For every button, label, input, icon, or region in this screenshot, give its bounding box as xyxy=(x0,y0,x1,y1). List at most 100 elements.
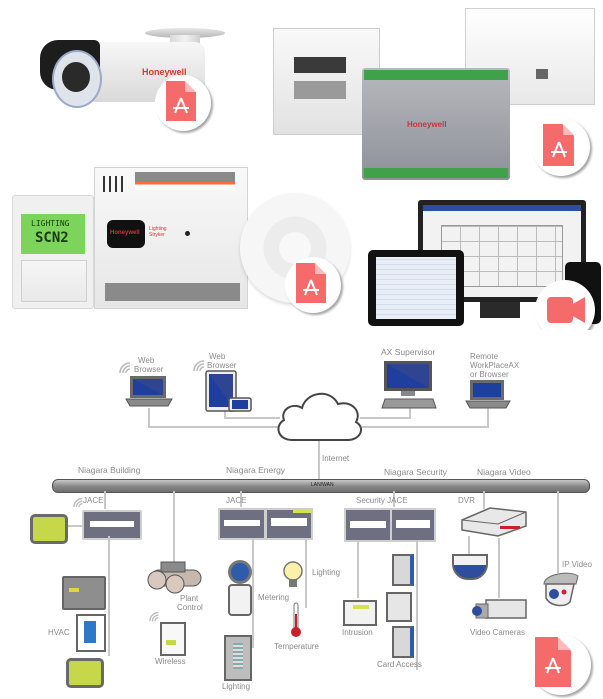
wifi-icon xyxy=(149,611,159,622)
client-label: AX Supervisor xyxy=(381,347,436,357)
io-indicator xyxy=(293,510,311,513)
client-bus-left xyxy=(148,426,278,428)
link-line xyxy=(498,538,500,598)
jace-label-strip xyxy=(90,521,134,527)
camera-mount xyxy=(145,28,225,38)
device-label: Card Access xyxy=(377,660,422,669)
wireless-lcd xyxy=(166,640,176,645)
remote-workplace-laptop[interactable] xyxy=(464,378,512,415)
card-reader-device[interactable] xyxy=(392,554,414,586)
keypad-device[interactable] xyxy=(386,592,412,622)
intrusion-panel-device[interactable] xyxy=(343,600,377,626)
energy-io-module[interactable] xyxy=(265,508,313,540)
camera-lens-ring xyxy=(52,50,102,108)
panel-breakers xyxy=(233,643,243,669)
section-label: Niagara Energy xyxy=(226,465,286,475)
wifi-icon xyxy=(193,360,205,372)
lighting-panel-device[interactable] xyxy=(224,635,252,681)
link-line xyxy=(468,536,470,554)
ip-camera-icon[interactable] xyxy=(540,570,582,608)
controller-label: JACE xyxy=(226,496,247,505)
link-line xyxy=(252,538,254,648)
gas-meter-device[interactable] xyxy=(228,584,252,616)
box-camera-icon[interactable] xyxy=(472,598,528,624)
link-line xyxy=(305,538,307,608)
plant-chiller-device[interactable] xyxy=(147,560,205,601)
security-io-module[interactable] xyxy=(390,508,436,542)
internet-label: Internet xyxy=(322,454,350,463)
terminal-strip-top xyxy=(364,70,508,80)
terminal-block-bottom xyxy=(105,283,240,301)
section-label: Niagara Security xyxy=(384,467,447,477)
web-browser-laptop[interactable] xyxy=(124,374,174,413)
client-bus-supervisor xyxy=(360,417,410,419)
terminal-strip-bottom xyxy=(364,168,508,178)
acrobat-icon xyxy=(551,141,567,158)
acrobat-icon xyxy=(545,657,561,674)
client-label-line3: or Browser xyxy=(470,370,509,379)
drop-line xyxy=(393,491,395,507)
thermostat-device[interactable] xyxy=(66,658,104,688)
software-product-tile[interactable] xyxy=(360,190,603,330)
camera-product-tile[interactable]: Honeywell xyxy=(0,0,265,155)
hvac-controller-device[interactable] xyxy=(62,576,106,610)
security-jace-controller[interactable] xyxy=(344,508,392,542)
client-bus-tablet xyxy=(224,417,280,419)
acrobat-icon xyxy=(173,97,189,114)
device-label: Lighting xyxy=(312,568,341,577)
hvac-panel-device[interactable] xyxy=(76,614,106,652)
meter-dial-device[interactable] xyxy=(228,560,252,584)
wireless-sensor-device[interactable] xyxy=(160,622,186,656)
thermostat-device[interactable] xyxy=(30,514,68,544)
controllers-product-tile[interactable]: Honeywell xyxy=(265,0,603,190)
dvr-recorder-icon[interactable] xyxy=(460,506,528,538)
energy-jace-controller[interactable] xyxy=(218,508,266,540)
ax-supervisor-desktop[interactable] xyxy=(381,360,437,415)
internet-cloud-icon xyxy=(277,393,363,441)
video-play-button[interactable] xyxy=(535,280,595,330)
thermometer-icon xyxy=(291,602,301,637)
video-camera-icon xyxy=(547,297,585,323)
link-line xyxy=(416,540,418,670)
pdf-download-button[interactable] xyxy=(531,635,591,695)
device-label: Intrusion xyxy=(342,628,373,637)
drop-line xyxy=(240,491,242,507)
client-line-right xyxy=(487,408,489,428)
internet-drop xyxy=(318,438,320,480)
display-screen xyxy=(294,57,346,73)
link-line xyxy=(108,536,110,656)
drop-line xyxy=(483,491,485,509)
pdf-download-button[interactable] xyxy=(285,257,341,313)
app-toolbar xyxy=(423,205,581,211)
client-label-line2: WorkPlaceAX xyxy=(470,361,520,370)
product-label: Lighting Stryker xyxy=(149,226,167,238)
client-label-line2: Browser xyxy=(134,365,164,374)
brand-window: Honeywell xyxy=(107,220,145,248)
status-led xyxy=(185,231,190,236)
pdf-download-button[interactable] xyxy=(155,75,211,131)
device-label: IP Video xyxy=(562,560,592,569)
pdf-download-button[interactable] xyxy=(532,118,590,176)
tablet xyxy=(368,250,464,326)
controller-label: Security JACE xyxy=(356,496,408,505)
lighting-product-tile[interactable]: LIGHTING SCN2 Honeywell Lighting Stryker xyxy=(0,155,360,325)
card-reader-device[interactable] xyxy=(392,626,414,658)
device-label-line1: Plant xyxy=(180,594,199,603)
web-browser-tablet[interactable] xyxy=(205,370,253,417)
display-keys xyxy=(294,81,346,99)
building-jace-controller[interactable] xyxy=(82,510,142,540)
tablet-icon xyxy=(205,370,252,412)
client-label-line1: Web xyxy=(138,356,155,365)
pdf-fold xyxy=(315,263,326,274)
drop-line xyxy=(557,491,559,573)
jace-label-strip xyxy=(350,521,386,528)
device-label: Metering xyxy=(258,593,290,602)
backbone-label: LAN/WAN xyxy=(311,482,334,488)
vent-slots xyxy=(103,176,125,192)
light-bulb-icon xyxy=(283,561,303,587)
camera-lens xyxy=(62,62,90,92)
link-line xyxy=(357,540,359,598)
network-diagram: Web Browser Web Browser Internet AX Supe… xyxy=(0,340,603,699)
dome-camera-device[interactable] xyxy=(452,554,488,580)
device-label-line2: Control xyxy=(177,603,203,612)
